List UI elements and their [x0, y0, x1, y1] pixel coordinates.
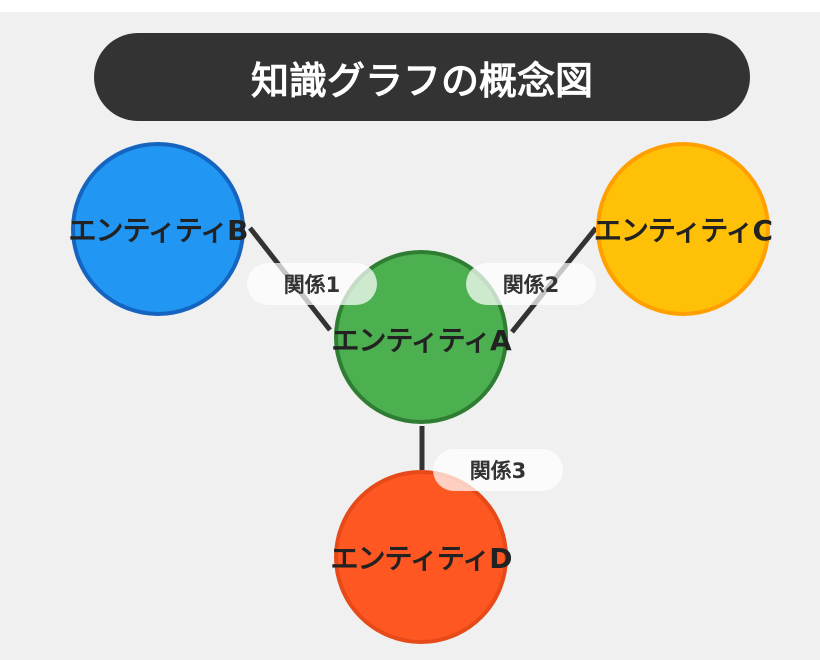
edge-label-2: 関係2 [466, 263, 596, 305]
page-title: 知識グラフの概念図 [250, 58, 593, 103]
node-label-b: エンティティB [68, 214, 249, 247]
edge-label-3: 関係3 [433, 449, 563, 491]
edge-label-1: 関係1 [247, 263, 377, 305]
node-label-d: エンティティD [330, 542, 513, 575]
node-entity-c[interactable] [596, 142, 770, 316]
node-label-a: エンティティA [331, 324, 511, 357]
edge-label-text: 関係3 [469, 459, 527, 483]
edge-label-text: 関係2 [502, 273, 560, 297]
node-entity-d[interactable] [334, 470, 508, 644]
edge-label-text: 関係1 [283, 273, 341, 297]
node-label-c: エンティティC [593, 214, 773, 247]
node-entity-b[interactable] [71, 142, 245, 316]
title-banner: 知識グラフの概念図 [94, 33, 750, 121]
